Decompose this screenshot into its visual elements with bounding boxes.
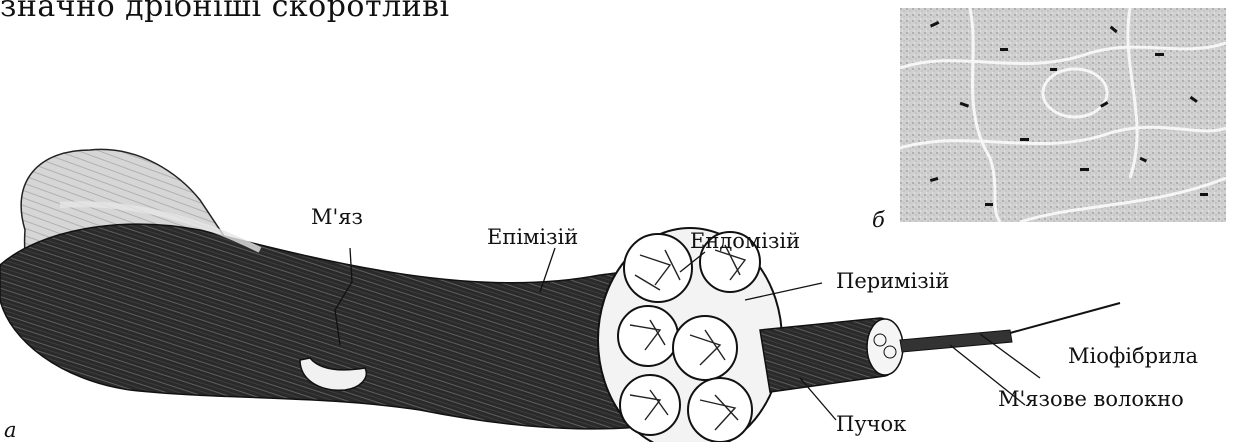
label-perimysium: Перимізій <box>836 271 949 292</box>
label-muscle-fiber: М'язове волокно <box>998 389 1184 410</box>
label-endomysium: Ендомізій <box>690 231 800 252</box>
muscle-fiber <box>900 330 1012 352</box>
myofibril <box>1010 303 1120 333</box>
label-epimysium: Епімізій <box>487 227 578 248</box>
label-panel-a: а <box>4 420 17 441</box>
label-muscle: М'яз <box>311 207 363 228</box>
label-myofibril: Міофібрила <box>1068 346 1198 367</box>
label-panel-b: б <box>872 210 885 231</box>
label-bundle: Пучок <box>836 414 906 435</box>
